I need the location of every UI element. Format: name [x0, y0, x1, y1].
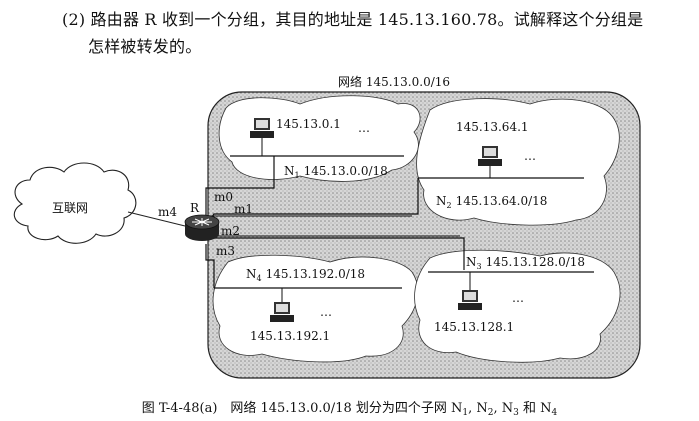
subnet-n1-ellipsis: … [358, 121, 370, 135]
interface-m0-label: m0 [214, 190, 233, 204]
subnet-n4-ellipsis: … [320, 305, 332, 319]
subnet-n3-ellipsis: … [512, 291, 524, 305]
network-label: 网络 145.13.0.0/16 [338, 74, 450, 89]
router-label: R [190, 201, 200, 215]
figure-caption: 图 T-4-48(a) 网络 145.13.0.0/18 划分为四个子网 N1,… [141, 401, 558, 418]
subnet-n4-host: 145.13.192.1 [250, 329, 330, 343]
interface-m4-label: m4 [158, 205, 177, 219]
subnet-n2-host: 145.13.64.1 [456, 120, 529, 134]
internet-link [127, 211, 186, 227]
subnet-n3-region [414, 249, 621, 363]
internet-cloud [13, 162, 137, 244]
question-text: (2) 路由器 R 收到一个分组，其目的地址是 145.13.160.78。试解… [62, 6, 692, 60]
interface-m1-label: m1 [234, 202, 253, 216]
subnet-n2-ellipsis: … [524, 149, 536, 163]
computer-icon [270, 302, 294, 322]
subnet-n4-region [212, 254, 419, 363]
subnet-n1-host: 145.13.0.1 [276, 117, 341, 131]
computer-icon [458, 290, 482, 310]
link-m3 [205, 244, 215, 288]
interface-m3-label: m3 [216, 244, 235, 258]
computer-icon [478, 146, 502, 166]
subnet-n2-region [416, 98, 620, 226]
question-line-2: 怎样被转发的。 [88, 37, 202, 56]
subnet-n3-host: 145.13.128.1 [434, 320, 514, 334]
interface-m2-label: m2 [221, 224, 240, 238]
link-m0 [205, 156, 275, 218]
internet-label: 互联网 [52, 201, 88, 215]
subnet-n1-region [218, 95, 421, 182]
router-r [184, 214, 220, 241]
computer-icon [250, 118, 274, 138]
question-line-1: (2) 路由器 R 收到一个分组，其目的地址是 145.13.160.78。试解… [62, 10, 644, 29]
